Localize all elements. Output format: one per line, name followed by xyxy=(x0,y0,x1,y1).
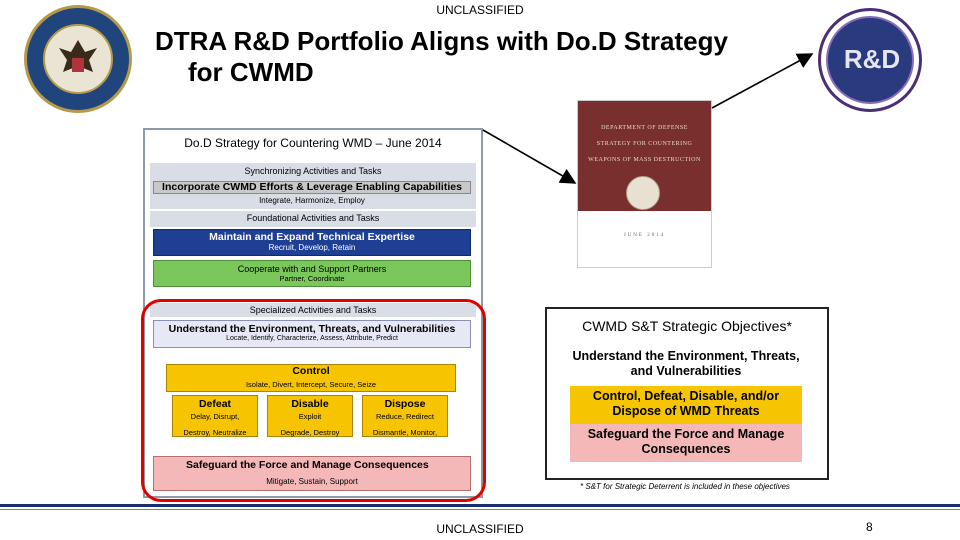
partners-bar: Cooperate with and Support Partners Part… xyxy=(153,260,471,287)
control-title: Control xyxy=(292,365,330,377)
book-line2: STRATEGY FOR COUNTERING xyxy=(596,141,693,147)
dispose-title: Dispose xyxy=(384,398,426,410)
dispose-sub2: Dismantle, Monitor, xyxy=(372,428,438,437)
understand-sub: Locate, Identify, Characterize, Assess, … xyxy=(226,335,398,342)
rd-seal-label: R&D xyxy=(843,44,901,74)
safeguard-bar: Safeguard the Force and Manage Consequen… xyxy=(153,456,471,491)
diagram-title: Do.D Strategy for Countering WMD – June … xyxy=(184,136,442,150)
technical-expertise-sub: Recruit, Develop, Retain xyxy=(268,243,356,252)
arrow-to-book xyxy=(482,129,577,184)
partners-title: Cooperate with and Support Partners xyxy=(237,264,387,274)
eagle-icon xyxy=(59,40,97,72)
highlight-oval xyxy=(141,299,486,502)
footer-rule xyxy=(0,504,960,507)
understand-title: Understand the Environment, Threats, and… xyxy=(168,323,456,335)
defeat-sub2: Destroy, Neutralize xyxy=(183,428,247,437)
safeguard-sub: Mitigate, Sustain, Support xyxy=(266,477,358,486)
foundational-heading: Foundational Activities and Tasks xyxy=(246,213,380,223)
footer-rule-thin xyxy=(0,509,960,510)
arrow-to-rd-seal xyxy=(711,53,814,109)
book-line3: WEAPONS OF MASS DESTRUCTION xyxy=(588,157,701,163)
dtra-seal-icon xyxy=(24,5,132,113)
specialized-heading: Specialized Activities and Tasks xyxy=(249,305,377,315)
disable-sub1: Exploit xyxy=(298,412,322,421)
disable-sub2: Degrade, Destroy xyxy=(280,428,340,437)
specialized-section: Specialized Activities and Tasks xyxy=(150,303,476,317)
book-date: JUNE 2014 xyxy=(623,233,666,238)
strategy-book-cover: DEPARTMENT OF DEFENSE STRATEGY FOR COUNT… xyxy=(577,100,712,268)
objectives-footnote: * S&T for Strategic Deterrent is include… xyxy=(580,482,790,491)
disable-box: Disable Exploit Degrade, Destroy xyxy=(267,395,353,437)
objective-control: Control, Defeat, Disable, and/or Dispose… xyxy=(570,386,802,424)
page-number: 8 xyxy=(866,520,873,534)
objectives-title: CWMD S&T Strategic Objectives* xyxy=(582,318,792,334)
objective-understand: Understand the Environment, Threats, and… xyxy=(570,342,802,380)
control-sub: Isolate, Divert, Intercept, Secure, Seiz… xyxy=(245,380,377,389)
safeguard-title: Safeguard the Force and Manage Consequen… xyxy=(186,459,429,471)
incorporate-cwmd-bar: Incorporate CWMD Efforts & Leverage Enab… xyxy=(153,181,471,194)
book-line1: DEPARTMENT OF DEFENSE xyxy=(601,125,688,131)
dod-emblem-icon xyxy=(626,176,660,210)
synchronizing-heading: Synchronizing Activities and Tasks xyxy=(244,166,382,176)
technical-expertise-title: Maintain and Expand Technical Expertise xyxy=(209,231,415,243)
partners-sub: Partner, Coordinate xyxy=(279,274,345,283)
objective-safeguard: Safeguard the Force and Manage Consequen… xyxy=(570,424,802,462)
technical-expertise-bar: Maintain and Expand Technical Expertise … xyxy=(153,229,471,256)
defeat-sub1: Delay, Disrupt, xyxy=(190,412,240,421)
synchronizing-sub: Integrate, Harmonize, Employ xyxy=(259,196,365,205)
defeat-box: Defeat Delay, Disrupt, Destroy, Neutrali… xyxy=(172,395,258,437)
dispose-box: Dispose Reduce, Redirect Dismantle, Moni… xyxy=(362,395,448,437)
control-bar: Control Isolate, Divert, Intercept, Secu… xyxy=(166,364,456,392)
defeat-title: Defeat xyxy=(198,398,232,410)
classification-bottom: UNCLASSIFIED xyxy=(436,522,524,536)
dispose-sub1: Reduce, Redirect xyxy=(376,412,434,421)
disable-title: Disable xyxy=(291,398,329,410)
rd-seal-icon: R&D xyxy=(818,8,922,112)
understand-environment-bar: Understand the Environment, Threats, and… xyxy=(153,320,471,348)
page-title: DTRA R&D Portfolio Aligns with Do.D Stra… xyxy=(155,26,728,87)
classification-top: UNCLASSIFIED xyxy=(436,3,524,17)
foundational-section: Foundational Activities and Tasks xyxy=(150,211,476,227)
